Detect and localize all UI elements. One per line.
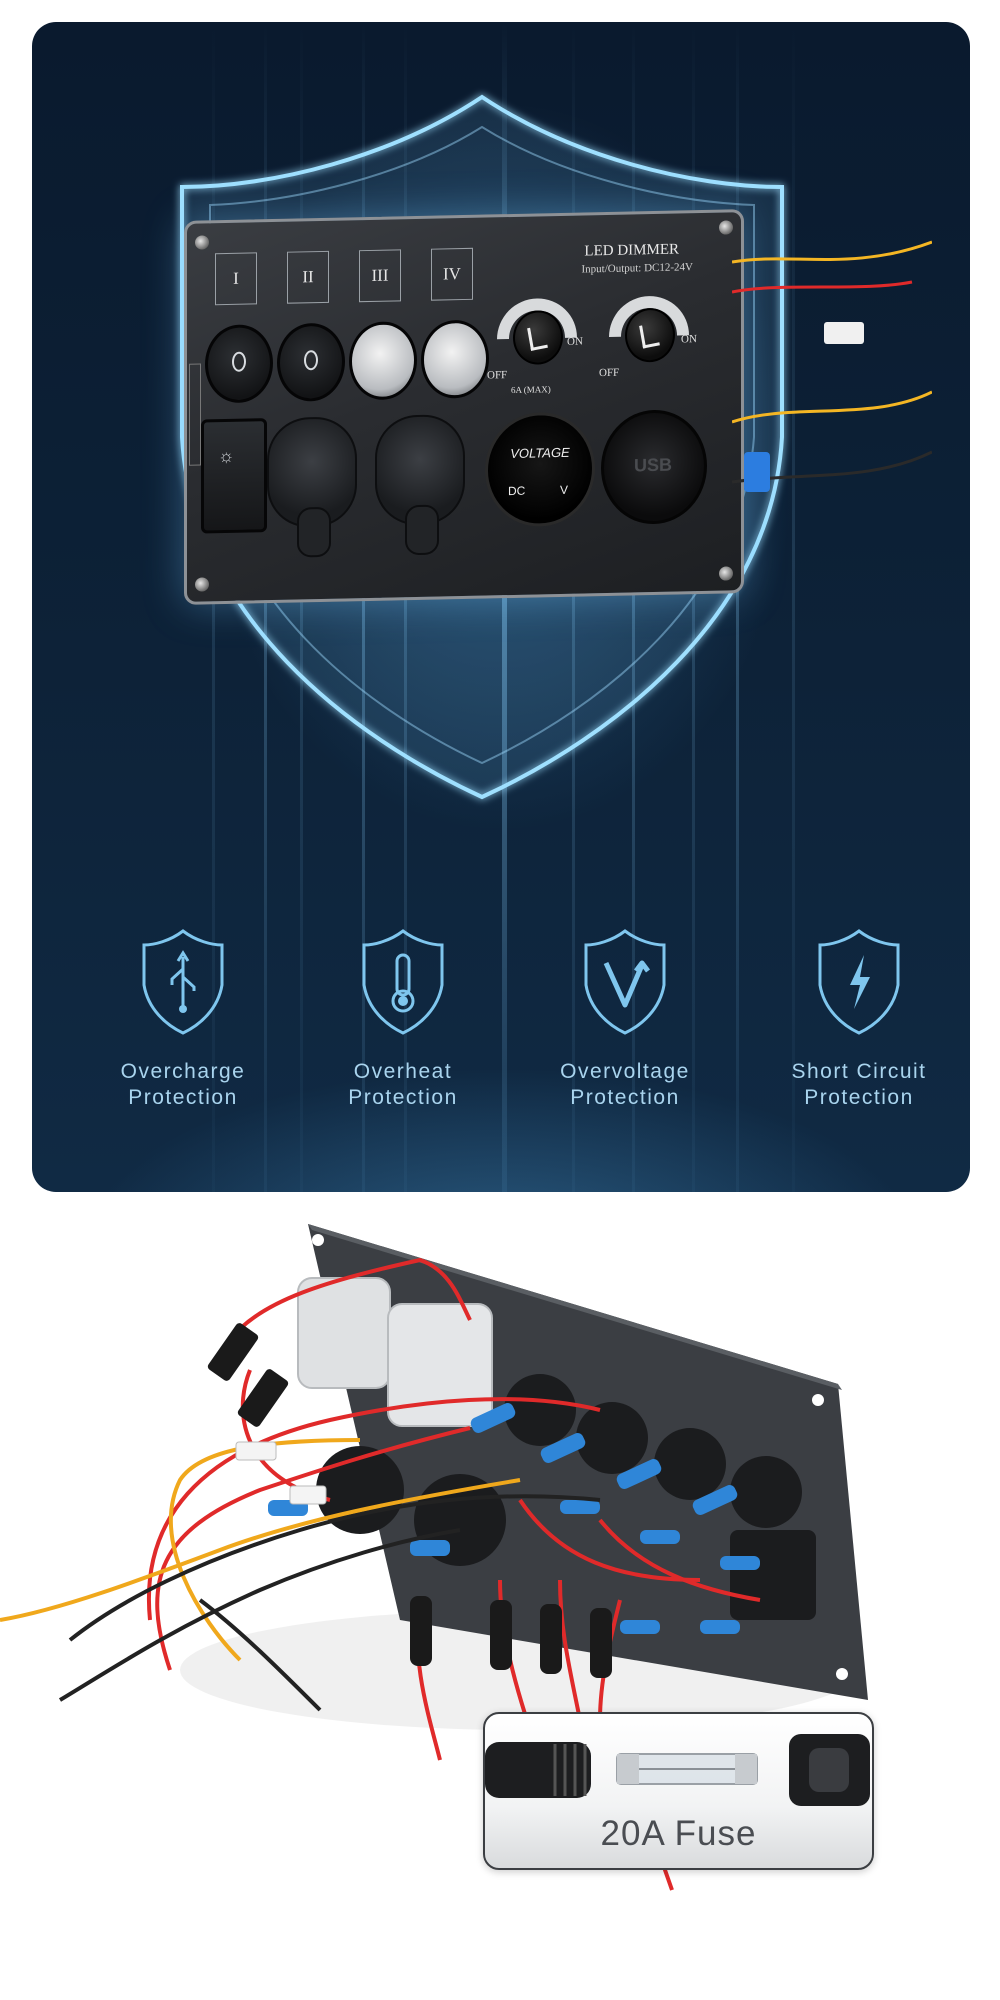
- usb-icon: [142, 929, 224, 1035]
- knob-off-label: OFF: [599, 366, 620, 380]
- channel-label: IV: [431, 247, 473, 301]
- fuse-label: 20A Fuse: [600, 1814, 757, 1853]
- protection-hero-panel: I II III IV LED DIMMER Input/Output: DC1…: [32, 22, 970, 1192]
- rocker-switch-1: [205, 324, 273, 404]
- channel-label: II: [287, 250, 329, 304]
- knob-on-label: ON: [567, 335, 583, 348]
- rocker-switch-3: [349, 320, 417, 401]
- feature-label: Short Circuit Protection: [791, 1060, 927, 1109]
- fuse-callout: 20A Fuse: [483, 1712, 874, 1870]
- knob-on-label: ON: [681, 333, 697, 346]
- dimmer-title: LED DIMMER: [584, 241, 679, 260]
- thermometer-icon: [362, 929, 444, 1035]
- feature-overcharge: Overcharge Protection: [78, 927, 288, 1111]
- rocker-switch-2: [277, 322, 345, 402]
- rocker-switch-4: [421, 319, 489, 399]
- lightning-icon: [818, 929, 900, 1035]
- accessory-socket-1: [267, 416, 357, 558]
- voltage-icon: [584, 929, 666, 1035]
- feature-label: Overcharge Protection: [120, 1060, 246, 1109]
- usb-socket: USB: [601, 408, 707, 526]
- light-rocker-switch: ☼: [201, 418, 267, 534]
- wiring-harness-icon: [732, 240, 932, 492]
- feature-short-circuit: Short Circuit Protection: [754, 927, 964, 1111]
- wiring-back-view-image: 20A Fuse: [0, 1200, 1000, 1995]
- voltmeter-dc: DC: [508, 483, 526, 499]
- voltmeter-title: VOLTAGE: [510, 444, 570, 462]
- voltmeter-display: VOLTAGE DC V: [485, 411, 595, 528]
- accessory-socket-2: [375, 413, 465, 556]
- feature-overvoltage: Overvoltage Protection: [520, 927, 730, 1111]
- feature-label: Overheat Protection: [348, 1060, 458, 1109]
- fuse-icon: [485, 1734, 870, 1806]
- channel-label: III: [359, 249, 401, 303]
- knob-off-label: OFF: [487, 369, 508, 382]
- dimmer-arc-icon: [609, 296, 689, 337]
- knob-max-label: 6A (MAX): [511, 384, 551, 396]
- usb-label: USB: [634, 454, 673, 476]
- feature-overheat: Overheat Protection: [298, 927, 508, 1111]
- wired-panel-back-icon: [0, 1224, 868, 1891]
- voltmeter-v: V: [559, 482, 568, 497]
- feature-label: Overvoltage Protection: [560, 1060, 690, 1109]
- dimmer-arc-icon: [497, 298, 577, 340]
- dimmer-spec: Input/Output: DC12-24V: [581, 261, 693, 276]
- channel-label: I: [215, 252, 257, 306]
- switch-panel-image: I II III IV LED DIMMER Input/Output: DC1…: [184, 209, 744, 605]
